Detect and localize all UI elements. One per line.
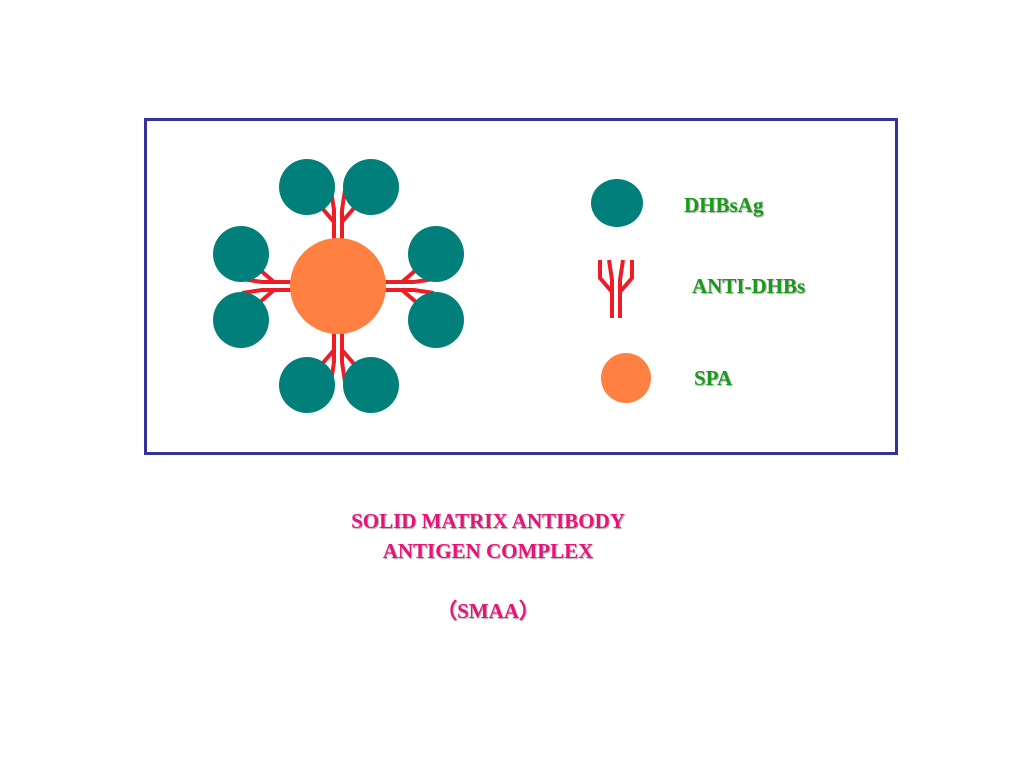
antigen-circle xyxy=(408,292,464,348)
diagram-frame xyxy=(144,118,898,455)
legend-label-anti-dhbs: ANTI-DHBs xyxy=(692,274,806,298)
legend-antibody-icon xyxy=(598,259,634,318)
legend-label-dhbsag: DHBsAg xyxy=(684,193,764,217)
antigen-circle xyxy=(213,226,269,282)
caption-line-3: （SMAA） xyxy=(436,599,540,623)
legend-icons xyxy=(591,179,651,403)
smaa-complex xyxy=(213,159,464,413)
spa-core xyxy=(290,238,386,334)
legend-spa-icon xyxy=(601,353,651,403)
legend-label-spa: SPA xyxy=(694,366,733,390)
antigen-circle xyxy=(279,159,335,215)
antigen-circle xyxy=(343,159,399,215)
legend-antigen-icon xyxy=(591,179,643,227)
antigen-circle xyxy=(213,292,269,348)
caption-line-1: SOLID MATRIX ANTIBODY xyxy=(351,509,625,533)
antigen-circle xyxy=(279,357,335,413)
caption-line-2: ANTIGEN COMPLEX xyxy=(382,539,594,563)
antigen-circle xyxy=(343,357,399,413)
antigen-circle xyxy=(408,226,464,282)
